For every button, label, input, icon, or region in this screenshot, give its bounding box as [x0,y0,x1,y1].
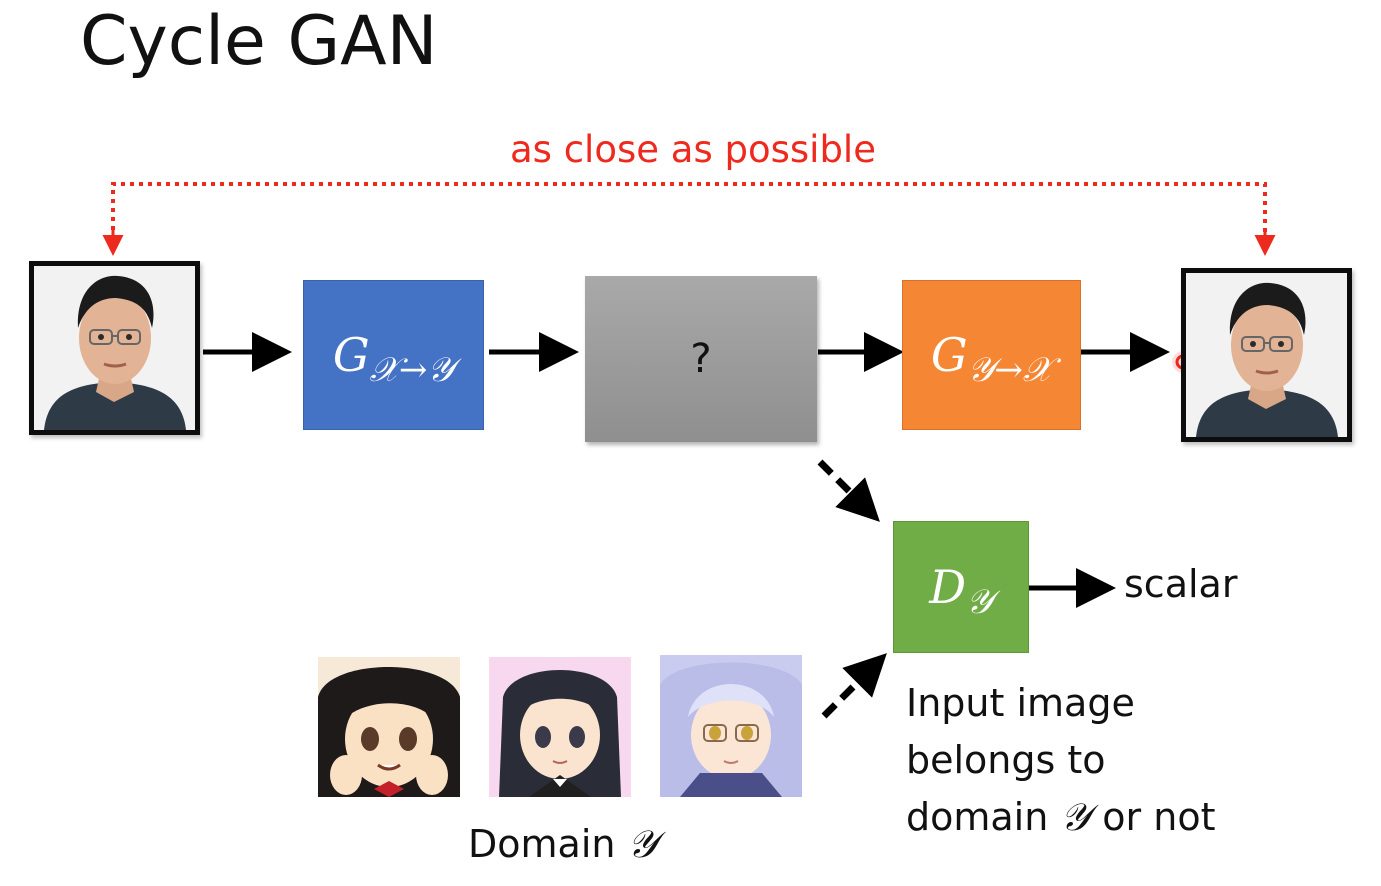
dashed-arrow-domain-to-d [821,653,887,719]
discriminator-letter: D [929,560,967,614]
cycle-dotted-line [111,182,1267,248]
domain-caption-word: Domain [468,822,628,866]
generator-backward-letter: G [930,328,968,382]
cycle-consistency-label: as close as possible [510,128,876,171]
description-domain-word: domain [906,795,1061,839]
domain-y-symbol: 𝒴 [1060,795,1091,839]
dashed-arrow-mid-to-d [817,459,880,522]
anime-sample-1 [318,657,460,797]
person-illustration [34,266,195,430]
discriminator-subscript: 𝒴 [966,582,993,622]
description-line-3: domain 𝒴 or not [906,789,1215,846]
reconstructed-photo [1181,268,1352,442]
description-line-1: Input image [906,681,1135,725]
anime-sample-3 [660,655,802,797]
person-illustration [1186,273,1347,437]
discriminator-description: Input image belongs to domain 𝒴 or not [906,675,1215,846]
domain-y-caption: Domain 𝒴 [468,822,657,867]
description-line-2: belongs to [906,738,1106,782]
domain-caption-symbol: 𝒴 [627,822,658,866]
anime-face-illustration [489,657,631,797]
generator-x-to-y: G𝒳→𝒴 [303,280,484,430]
anime-face-illustration [660,655,802,797]
question-mark-label: ? [690,336,712,382]
intermediate-output-box: ? [585,276,817,442]
anime-sample-2 [489,657,631,797]
scalar-output-label: scalar [1124,562,1238,606]
discriminator-y: D𝒴 [893,521,1029,653]
input-photo [29,261,200,435]
generator-forward-subscript: 𝒳→𝒴 [369,350,455,390]
generator-y-to-x: G𝒴→𝒳 [902,280,1081,430]
slide-title: Cycle GAN [80,2,438,81]
generator-backward-subscript: 𝒴→𝒳 [967,350,1053,390]
description-or-not: or not [1090,795,1216,839]
generator-forward-letter: G [332,328,370,382]
anime-face-illustration [318,657,460,797]
